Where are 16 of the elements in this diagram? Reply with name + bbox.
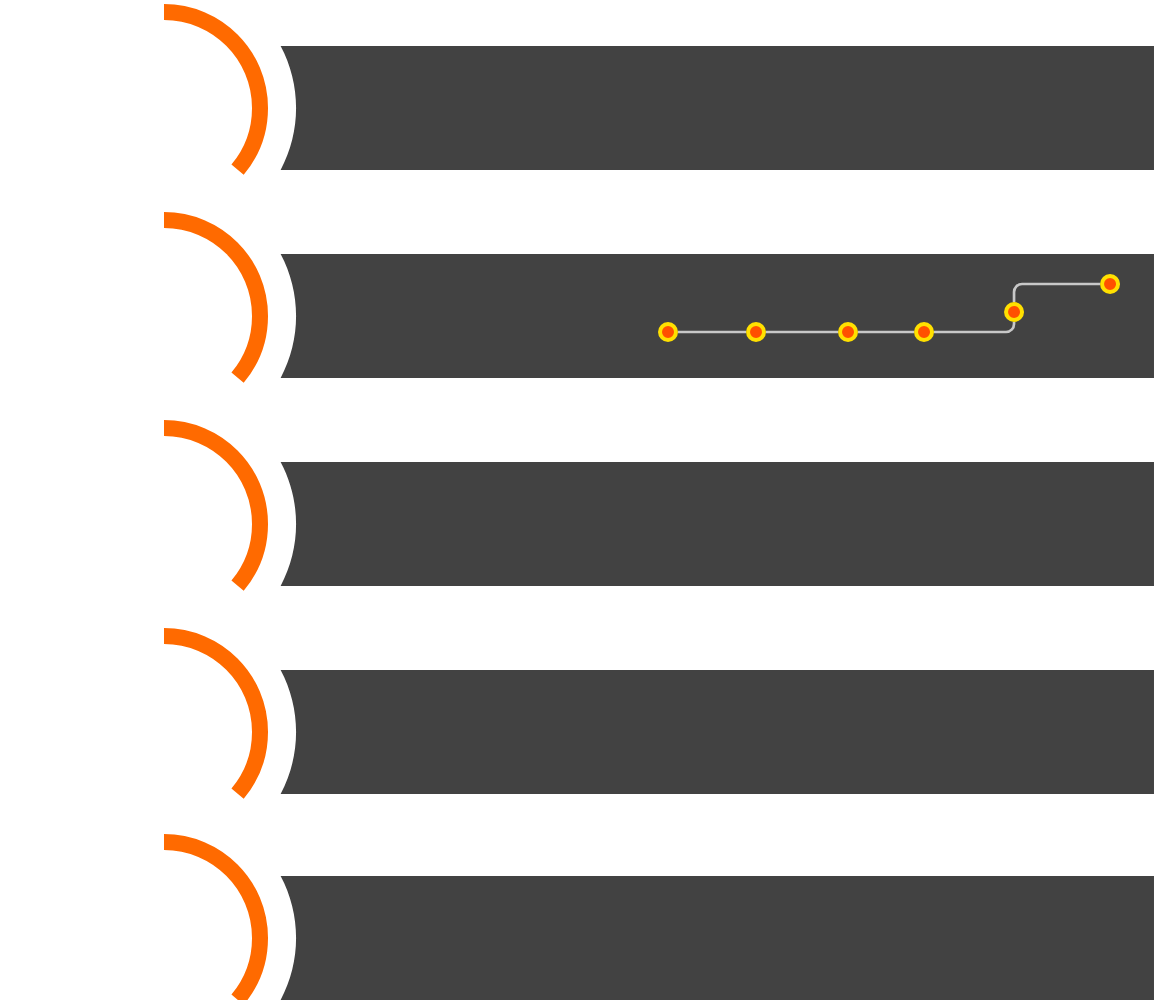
connector-line bbox=[858, 330, 914, 334]
dot bbox=[838, 322, 858, 342]
dot bbox=[658, 322, 678, 342]
connector-line bbox=[678, 330, 746, 334]
bar bbox=[280, 876, 1154, 1000]
connector-line bbox=[766, 330, 838, 334]
bar bbox=[280, 462, 1154, 586]
bar bbox=[280, 670, 1154, 794]
connector-line bbox=[934, 321, 1016, 334]
dot bbox=[914, 322, 934, 342]
connector-line bbox=[1012, 282, 1101, 302]
dot bbox=[1100, 274, 1121, 294]
bar bbox=[280, 254, 1154, 378]
bar bbox=[280, 46, 1154, 170]
dot bbox=[1004, 302, 1025, 322]
dot bbox=[746, 322, 766, 342]
